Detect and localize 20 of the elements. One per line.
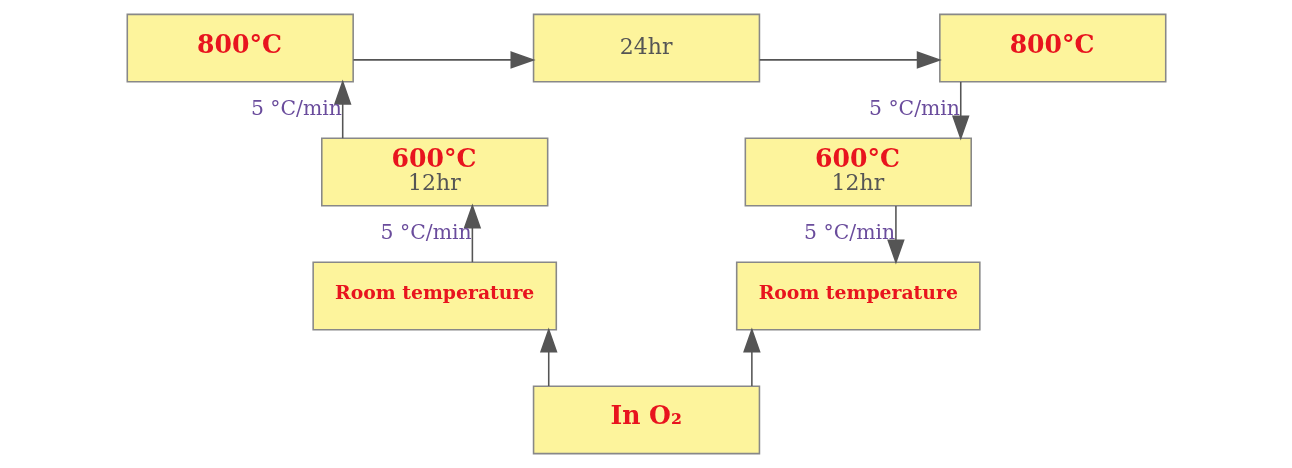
- arrow: [742, 327, 761, 387]
- edge-label: 5 °C/min: [868, 96, 960, 121]
- node-box: Room temperature: [735, 261, 981, 331]
- edge-label: 5 °C/min: [803, 220, 895, 245]
- node-box: Room temperature: [311, 261, 557, 331]
- node-box: 600°C 12hr: [744, 137, 972, 207]
- arrow: [463, 203, 481, 263]
- node-box: 800°C: [938, 13, 1166, 83]
- edge-label: 5 °C/min: [380, 220, 472, 245]
- node-box: In O₂: [532, 385, 760, 455]
- node-box: 24hr: [532, 13, 760, 83]
- arrow: [758, 51, 942, 69]
- arrow: [951, 81, 970, 141]
- arrow: [886, 205, 905, 265]
- node-box: 800°C: [126, 13, 354, 83]
- edge-label: 5 °C/min: [250, 96, 342, 121]
- arrow: [539, 327, 557, 387]
- node-box: 600°C 12hr: [320, 137, 548, 207]
- arrow: [352, 51, 536, 69]
- arrow: [333, 79, 351, 139]
